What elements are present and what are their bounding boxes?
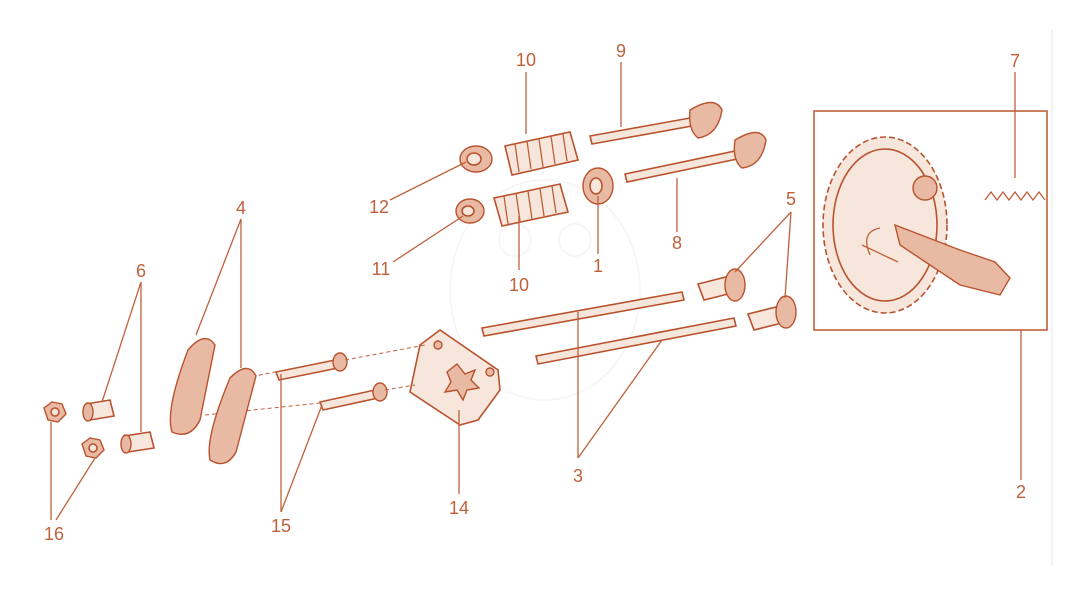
callout-14: 14: [449, 498, 469, 518]
rocker-stud-lower: [318, 382, 388, 411]
callout-7: 7: [1010, 51, 1020, 71]
camshaft-gear: [822, 136, 1011, 314]
leader-lines: [50, 62, 1022, 521]
callout-4: 4: [236, 198, 246, 218]
callout-9: 9: [616, 41, 626, 61]
rocker-support-plate: [409, 329, 501, 426]
push-rod-lower: [535, 317, 737, 365]
adjust-screw-lower: [120, 431, 155, 454]
tappet-upper: [696, 268, 746, 302]
adjust-screw-upper: [82, 399, 115, 422]
callout-12: 12: [369, 197, 389, 217]
assembly-line-lower: [204, 384, 416, 416]
tappet-lower: [746, 295, 797, 331]
spring-retainer-upper: [459, 145, 493, 173]
lock-nut-upper: [43, 401, 67, 423]
callout-5: 5: [786, 189, 796, 209]
decompressor-spring: [984, 190, 1046, 202]
callout-1: 1: [593, 256, 603, 276]
push-rod-upper: [481, 291, 685, 337]
callout-10-lower: 10: [509, 275, 529, 295]
lock-nut-lower: [81, 437, 105, 459]
callout-10-upper: 10: [516, 50, 536, 70]
assembly-line-upper: [244, 344, 426, 379]
callout-3: 3: [573, 466, 583, 486]
valve-spring-upper: [504, 131, 580, 176]
exhaust-valve: [589, 101, 723, 145]
rocker-arm-right: [208, 367, 257, 465]
callout-15: 15: [271, 516, 291, 536]
callout-2: 2: [1016, 482, 1026, 502]
camshaft-box: [813, 110, 1048, 331]
rocker-stud-upper: [274, 352, 348, 381]
callout-11: 11: [372, 259, 391, 279]
callout-16: 16: [44, 524, 64, 544]
spring-retainer-lower: [455, 198, 485, 224]
callout-8: 8: [672, 233, 682, 253]
intake-valve: [624, 131, 767, 183]
rocker-arm-left: [169, 337, 216, 435]
callout-6: 6: [136, 261, 146, 281]
valve-spring-lower: [492, 183, 570, 227]
